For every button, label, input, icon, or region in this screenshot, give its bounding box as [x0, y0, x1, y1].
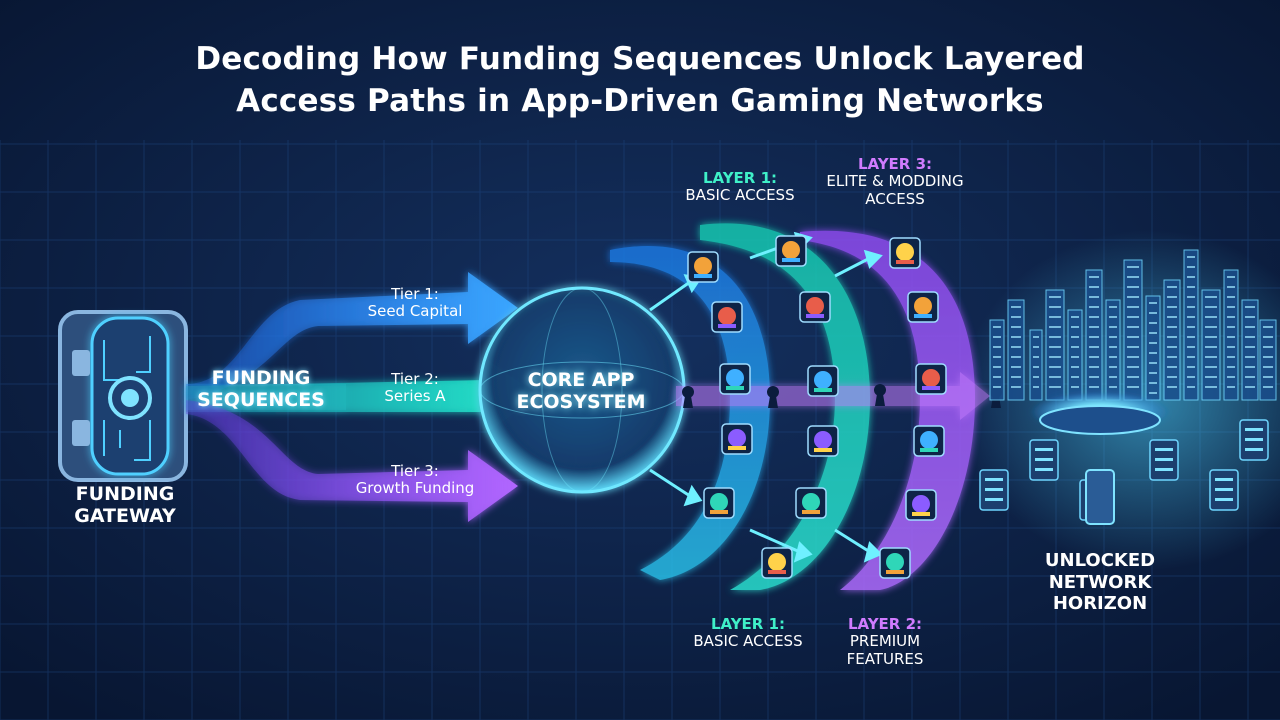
- tier2-heading: Tier 2:: [391, 370, 439, 388]
- layer3-top-label: LAYER 3: ELITE & MODDING ACCESS: [815, 155, 975, 208]
- layer1-bottom-heading: LAYER 1:: [710, 615, 786, 633]
- keyhole-icon: [767, 386, 779, 408]
- funding-gateway-label: FUNDING GATEWAY: [40, 483, 210, 528]
- unlocked-network-horizon-label: UNLOCKED NETWORK HORIZON: [1020, 550, 1180, 615]
- tier1-heading: Tier 1:: [391, 285, 439, 303]
- tier1-label: Tier 1: Seed Capital: [340, 285, 490, 321]
- core-app-ecosystem-label: CORE APP ECOSYSTEM: [508, 369, 654, 414]
- game-tile-icon: [879, 547, 911, 579]
- keyhole-icon: [682, 386, 694, 408]
- layer1-top-text: BASIC ACCESS: [685, 186, 795, 205]
- tier1-arrow: [186, 272, 518, 400]
- game-tile-icon: [807, 425, 839, 457]
- layer1-bottom-text: BASIC ACCESS: [693, 632, 803, 651]
- tier3-heading: Tier 3:: [391, 462, 439, 480]
- horizon-line-3: HORIZON: [1052, 593, 1148, 615]
- funding-sequences-label: FUNDING SEQUENCES: [186, 367, 336, 412]
- title-line-2: Access Paths in App-Driven Gaming Networ…: [236, 83, 1044, 119]
- layer2-bottom-text-2: FEATURES: [846, 649, 924, 668]
- game-tile-icon: [721, 423, 753, 455]
- tier3-arrow: [186, 400, 518, 522]
- city-skyline-icon: [989, 249, 1277, 401]
- game-tile-icon: [687, 251, 719, 283]
- layer1-bottom-label: LAYER 1: BASIC ACCESS: [668, 615, 828, 651]
- page-title: Decoding How Funding Sequences Unlock La…: [0, 38, 1280, 122]
- server-icon: [979, 419, 1269, 525]
- game-tile-icon: [719, 363, 751, 395]
- gateway-line-2: GATEWAY: [74, 504, 176, 527]
- horizon-line-1: UNLOCKED: [1044, 550, 1156, 571]
- game-tile-icon: [711, 301, 743, 333]
- layer2-bottom-heading: LAYER 2:: [847, 615, 923, 633]
- core-line-1: CORE APP: [527, 369, 635, 391]
- keyhole-icon: [874, 384, 886, 406]
- tier3-label: Tier 3: Growth Funding: [320, 462, 510, 498]
- game-tile-icon: [807, 365, 839, 397]
- funding-sequences-line-1: FUNDING: [211, 367, 311, 389]
- layer2-bottom-text-1: PREMIUM: [849, 632, 921, 651]
- game-tile-icon: [703, 487, 735, 519]
- tier2-label: Tier 2: Series A: [340, 370, 490, 406]
- vault-icon: [58, 310, 188, 482]
- layer3-top-text-2: ACCESS: [865, 189, 925, 208]
- layer1-top-label: LAYER 1: BASIC ACCESS: [660, 169, 820, 205]
- game-tile-icon: [905, 489, 937, 521]
- tier3-name: Growth Funding: [355, 479, 475, 498]
- layer1-top-heading: LAYER 1:: [702, 169, 778, 187]
- game-tile-icon: [913, 425, 945, 457]
- tier1-name: Seed Capital: [367, 302, 463, 321]
- gateway-line-1: FUNDING: [75, 483, 175, 505]
- game-tile-icon: [775, 235, 807, 267]
- title-line-1: Decoding How Funding Sequences Unlock La…: [195, 41, 1085, 77]
- game-tile-icon: [799, 291, 831, 323]
- game-tile-icon: [761, 547, 793, 579]
- horizon-portal: [1030, 392, 1170, 435]
- game-tile-icon: [795, 487, 827, 519]
- layer3-top-text-1: ELITE & MODDING: [826, 172, 964, 191]
- layer2-bottom-label: LAYER 2: PREMIUM FEATURES: [820, 615, 950, 668]
- funding-sequences-line-2: SEQUENCES: [197, 388, 325, 411]
- core-line-2: ECOSYSTEM: [516, 390, 646, 413]
- layer3-top-heading: LAYER 3:: [857, 155, 933, 173]
- game-tile-icon: [915, 363, 947, 395]
- game-tile-icon: [907, 291, 939, 323]
- game-tile-icon: [889, 237, 921, 269]
- tier2-arrow: [186, 360, 538, 432]
- tier2-name: Series A: [384, 387, 446, 406]
- horizon-line-2: NETWORK: [1048, 571, 1152, 593]
